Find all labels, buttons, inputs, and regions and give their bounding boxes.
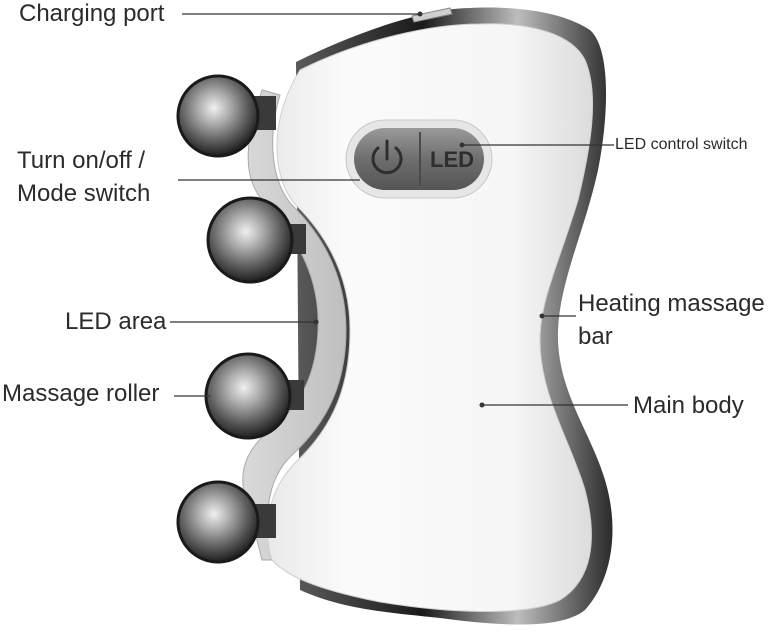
label-led-control-switch: LED control switch (615, 136, 748, 153)
label-main-body: Main body (633, 392, 744, 419)
marker-charging-port (417, 11, 423, 17)
marker-led-area (313, 319, 319, 325)
label-led-area: LED area (65, 308, 167, 335)
marker-led-control (459, 142, 465, 148)
label-heating-massage-bar-line2: bar (578, 323, 613, 350)
charging-port (411, 7, 453, 23)
led-button-text[interactable]: LED (430, 147, 474, 172)
control-button-group: LED (345, 119, 493, 199)
marker-main-body (479, 402, 485, 408)
label-heating-massage-bar-line1: Heating massage (578, 290, 765, 317)
massage-roller-3 (204, 352, 304, 440)
massage-roller-4 (176, 480, 276, 564)
massage-roller-1 (176, 74, 276, 158)
label-mode-switch: Mode switch (17, 180, 151, 207)
label-turn-on-off: Turn on/off / (17, 147, 146, 174)
label-charging-port: Charging port (19, 0, 165, 27)
power-icon (371, 139, 403, 175)
label-massage-roller: Massage roller (2, 380, 160, 407)
marker-heating-bar (539, 313, 545, 319)
massage-roller-2 (206, 196, 306, 284)
